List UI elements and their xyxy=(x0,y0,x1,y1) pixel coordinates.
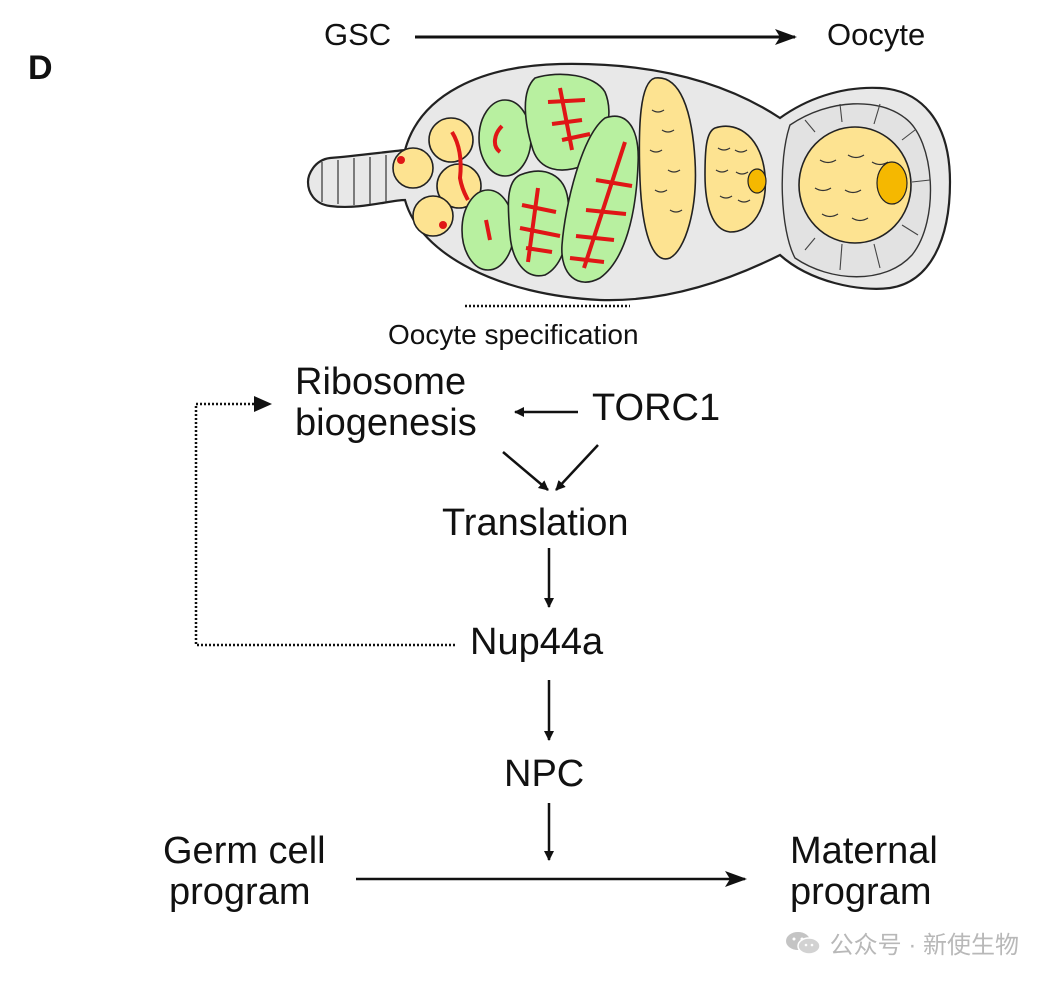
terminal-filament-cells xyxy=(321,155,387,205)
cyst-16cell-a xyxy=(507,170,570,277)
germarium-schematic xyxy=(306,62,952,308)
maternal-program-label: Maternal program xyxy=(790,830,938,914)
watermark: 公众号 · 新使生物 xyxy=(784,925,1019,960)
oocyte-stage1 xyxy=(876,161,908,205)
maternal-program-line2: program xyxy=(790,871,932,914)
region2b-cyst xyxy=(638,77,697,260)
feedback-arrowhead xyxy=(254,396,272,412)
germ-cell-program-line2: program xyxy=(169,871,311,914)
wechat-icon xyxy=(785,931,821,955)
cyst-16cell-b xyxy=(561,115,639,283)
npc-label: NPC xyxy=(504,753,585,795)
maternal-program-line1: Maternal xyxy=(790,830,938,872)
torc1-label: TORC1 xyxy=(592,387,721,429)
translation-label: Translation xyxy=(442,502,629,544)
ribosome-biogenesis-line2: biogenesis xyxy=(295,402,477,445)
arrow-ribosome-to-translation xyxy=(502,451,549,491)
panel-label: D xyxy=(28,49,53,87)
axis-start-label: GSC xyxy=(324,17,392,52)
oocyte-early xyxy=(747,168,767,194)
axis-end-label: Oocyte xyxy=(827,17,926,52)
ribosome-biogenesis-label: Ribosome biogenesis xyxy=(295,361,477,445)
schematic-caption: Oocyte specification xyxy=(388,319,639,350)
region1-germ-cells xyxy=(392,117,482,237)
follicle-cell-borders xyxy=(804,103,931,271)
region3-cyst xyxy=(704,125,767,233)
ribosome-biogenesis-line1: Ribosome xyxy=(295,361,467,403)
stage1-egg-chamber xyxy=(798,126,912,244)
watermark-text: 公众号 · 新使生物 xyxy=(829,932,1019,959)
feedback-dotted-loop xyxy=(194,402,455,647)
arrow-torc1-to-translation xyxy=(555,444,599,491)
germ-cell-program-line1: Germ cell xyxy=(163,830,326,872)
cyst-4cell xyxy=(461,189,515,271)
germ-cell-program-label: Germ cell program xyxy=(163,830,326,914)
nup44a-label: Nup44a xyxy=(470,621,604,663)
cyst-2cell xyxy=(478,99,532,177)
